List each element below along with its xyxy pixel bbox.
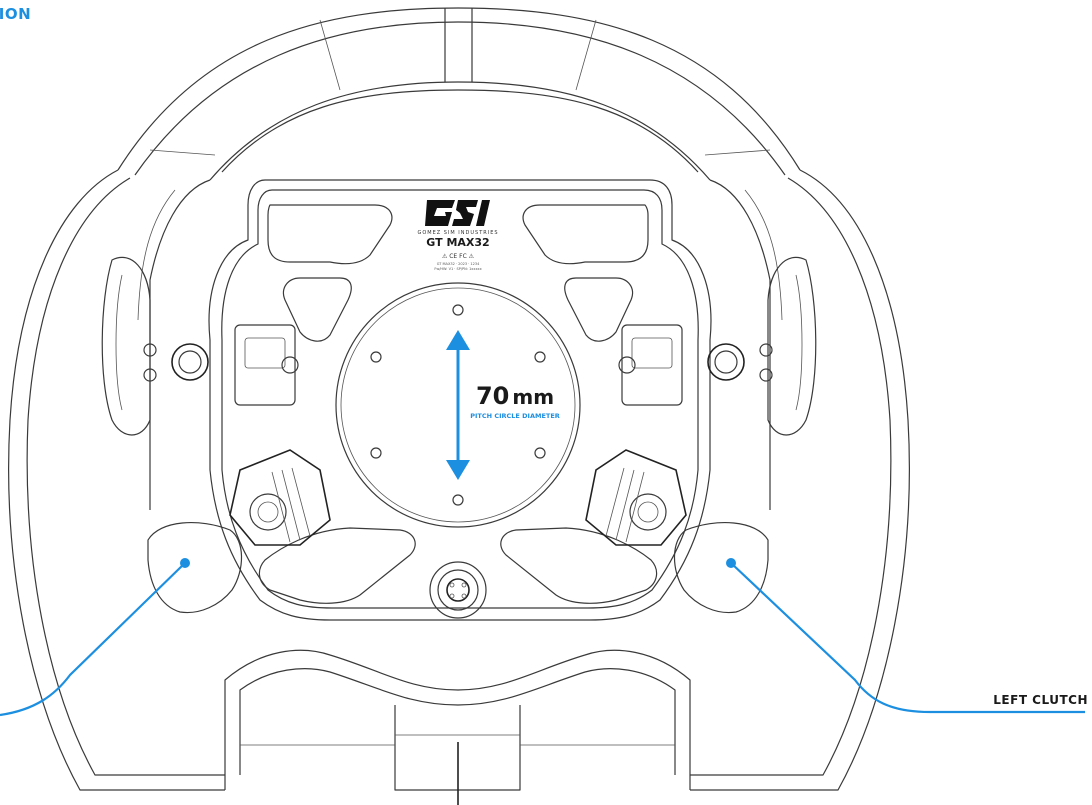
company-name: GOMEZ SIM INDUSTRIES [417, 230, 498, 236]
wheel-rim [8, 7, 910, 805]
callout-lines [0, 558, 1085, 717]
model-name: GT MAX32 [426, 236, 489, 249]
left-clutch-label: LEFT CLUTCH [993, 693, 1088, 707]
hub-plate [208, 179, 712, 621]
gsi-logo-icon [425, 200, 490, 226]
compliance-marks: ⚠ CE FC ⚠ [442, 253, 475, 260]
callout-dot-icon [180, 558, 190, 568]
connector-icon [429, 561, 487, 619]
header-label: TION [0, 5, 32, 23]
dimension-arrows [446, 330, 470, 480]
arrow-down-icon [446, 460, 470, 480]
encoders [229, 449, 687, 546]
callout-dot-icon [726, 558, 736, 568]
fine-print-1: GT MAX32 · 2023 · 1234 [437, 262, 480, 266]
paddle-shifters [101, 256, 817, 436]
arrow-up-icon [446, 330, 470, 350]
clutch-paddles [147, 521, 769, 614]
fine-print-2: Fw/HW: V1 · SP/PN: 1xxxxx [434, 267, 481, 271]
paddle-mounts [171, 324, 745, 406]
dimension-caption: PITCH CIRCLE DIAMETER [470, 412, 560, 420]
